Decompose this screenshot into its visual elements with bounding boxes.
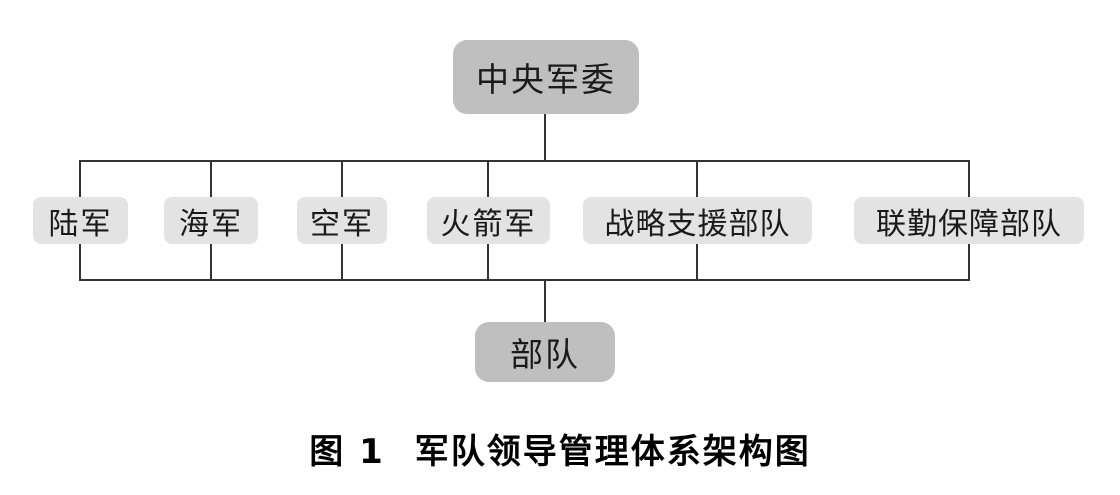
node-label: 部队 bbox=[510, 335, 580, 374]
node-label: 联勤保障部队 bbox=[876, 206, 1062, 242]
node-label: 战略支援部队 bbox=[604, 206, 791, 242]
node-army: 陆军 bbox=[33, 197, 128, 244]
node-strategic-support-force: 战略支援部队 bbox=[583, 197, 812, 244]
node-navy: 海军 bbox=[164, 197, 258, 244]
figure-caption: 图 1 军队领导管理体系架构图 bbox=[0, 424, 1120, 473]
node-label: 陆军 bbox=[48, 206, 113, 242]
node-label: 火箭军 bbox=[440, 206, 537, 242]
connector-leaf-stem bbox=[544, 280, 546, 322]
connector-bottom-rail bbox=[79, 279, 970, 281]
figure-title: 军队领导管理体系架构图 bbox=[414, 432, 811, 472]
figure-number: 图 1 bbox=[309, 432, 385, 472]
node-air-force: 空军 bbox=[297, 197, 387, 244]
connector-root-stem bbox=[544, 112, 546, 162]
node-label: 空军 bbox=[310, 206, 374, 242]
node-rocket-force: 火箭军 bbox=[427, 197, 550, 244]
node-label: 海军 bbox=[179, 206, 243, 242]
connector-top-rail bbox=[79, 160, 970, 162]
node-label: 中央军委 bbox=[476, 60, 616, 99]
node-joint-logistics-support-force: 联勤保障部队 bbox=[854, 197, 1084, 244]
node-troops: 部队 bbox=[475, 322, 615, 382]
node-central-military-commission: 中央军委 bbox=[453, 40, 639, 114]
